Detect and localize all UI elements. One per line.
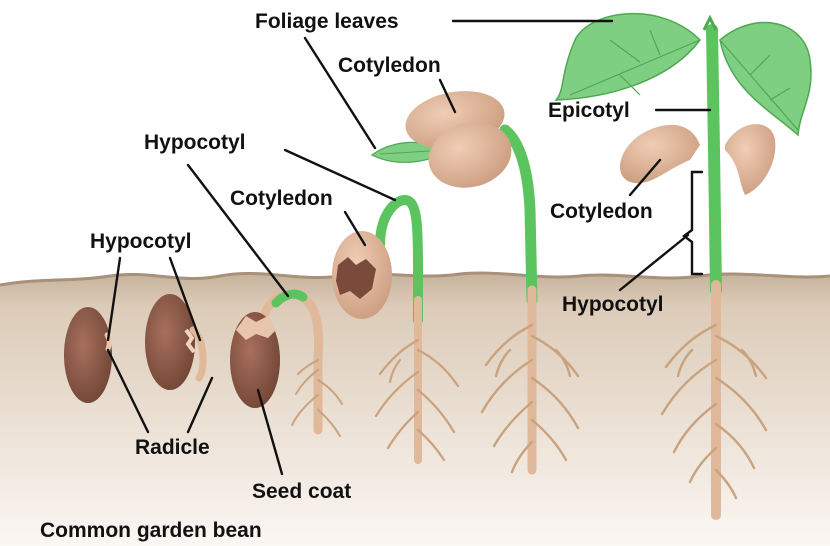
leader-hypocotyl-left-a <box>106 256 122 342</box>
hypocotyl-3-green <box>271 289 308 308</box>
leader-cotyledon-right <box>628 158 662 197</box>
seed-coat-split-2 <box>184 328 196 354</box>
label-hypocotyl-right: Hypocotyl <box>562 293 664 316</box>
seedling-stage-3 <box>230 289 343 437</box>
cotyledon-6a <box>619 124 700 184</box>
roots-4 <box>374 338 460 462</box>
leader-lines <box>106 19 712 476</box>
leader-hypocotyl-right <box>618 233 690 292</box>
leader-hypocotyl-mid <box>283 148 397 202</box>
stem-5 <box>499 124 538 306</box>
label-foliage-leaves: Foliage leaves <box>255 10 399 33</box>
leader-radicle-b <box>186 376 214 434</box>
foliage-leaf-right-vein <box>719 39 799 131</box>
label-hypocotyl-left: Hypocotyl <box>90 230 192 253</box>
label-seed-coat: Seed coat <box>252 480 351 503</box>
bracket-hypocotyl-right <box>682 170 704 276</box>
label-cotyledon-top: Cotyledon <box>338 54 441 77</box>
seed-stage-1 <box>64 307 112 403</box>
seed-coat-4 <box>336 257 376 299</box>
leader-cotyledon-top <box>438 78 457 114</box>
leader-cotyledon-mid <box>343 210 367 247</box>
seedling-stage-5 <box>370 91 580 475</box>
leader-hypocotyl-mid-2 <box>186 163 290 298</box>
stem-6 <box>706 24 722 296</box>
shoot-tip <box>702 14 718 31</box>
foliage-leaf-left <box>554 12 701 101</box>
label-cotyledon-mid: Cotyledon <box>230 187 333 210</box>
roots-3 <box>291 359 343 437</box>
label-cotyledon-right: Cotyledon <box>550 200 653 223</box>
seed-2 <box>145 294 195 390</box>
label-hypocotyl-mid: Hypocotyl <box>144 131 246 154</box>
leader-hypocotyl-left-b <box>168 256 202 342</box>
leader-radicle-a <box>106 348 150 434</box>
cotyledon-5b <box>428 122 512 188</box>
diagram-caption: Common garden bean <box>40 519 262 542</box>
roots-6 <box>660 323 768 500</box>
leader-seed-coat <box>256 388 284 476</box>
roots-5 <box>480 323 580 474</box>
soil-surface <box>0 271 830 287</box>
seedling-stage-4 <box>332 194 460 464</box>
label-radicle: Radicle <box>135 436 210 459</box>
plant-stage-6 <box>554 12 812 520</box>
stem-4 <box>375 194 423 325</box>
label-epicotyl: Epicotyl <box>548 99 630 122</box>
cotyledon-6b <box>725 124 776 195</box>
labels: Foliage leaves Cotyledon Hypocotyl Cotyl… <box>40 10 664 542</box>
leader-foliage-to-leaf <box>303 36 377 150</box>
foliage-leaf-right <box>719 21 812 137</box>
foliage-leaf-left-vein <box>569 29 701 96</box>
seed-1 <box>64 307 112 403</box>
seed-coat-3 <box>236 316 276 340</box>
